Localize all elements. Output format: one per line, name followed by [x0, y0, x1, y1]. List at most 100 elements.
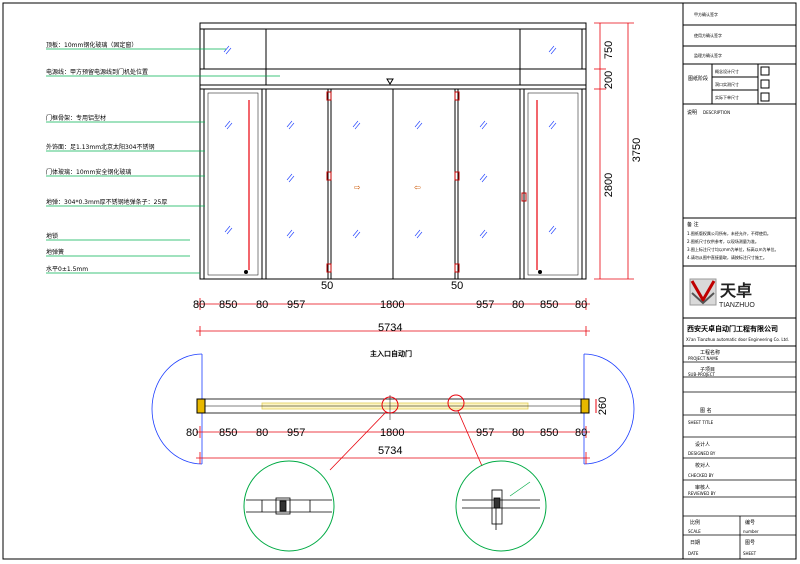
plan-post-left	[196, 398, 206, 414]
note-floor-spring: 地弹簧	[46, 248, 64, 256]
right-side-inner	[527, 92, 579, 276]
left-side-inner	[207, 92, 259, 276]
sheet-cn: 图号	[745, 540, 755, 546]
detail-circle-left	[243, 460, 335, 552]
logo-text: 天卓	[720, 282, 752, 300]
top-glass-right	[519, 28, 583, 70]
dim-depth: 260	[597, 397, 609, 415]
callout-line-left	[329, 411, 387, 471]
remark-1: 1.图纸版权属公司所有，未经允许，不得使用。	[687, 230, 771, 236]
lock-icon	[454, 91, 460, 101]
dim-w-8: 80	[575, 299, 587, 311]
lock-icon	[326, 263, 332, 273]
lock-icon	[454, 263, 460, 273]
dim-w-5: 957	[476, 299, 494, 311]
scale-en: SCALE	[688, 529, 701, 534]
header-box	[265, 28, 521, 70]
plan-title: 主入口自动门	[370, 349, 412, 358]
dim-w-7: 850	[540, 299, 558, 311]
row-designer-cn: 设计人	[695, 441, 710, 448]
note-floor-lock: 地锁	[46, 232, 58, 240]
row-project-cn: 工程名称	[700, 349, 720, 356]
dim-w-0: 80	[193, 299, 205, 311]
title-block-frame	[682, 2, 797, 560]
row-project-en: PROJECT NAME	[688, 356, 719, 361]
note-glass: 门体玻璃：10mm安全钢化玻璃	[46, 168, 131, 176]
lock-icon	[326, 171, 332, 181]
sheet-en: SHEET	[743, 551, 757, 556]
dim-transom-200: 200	[603, 71, 615, 89]
detail-leader	[509, 481, 531, 497]
plan-w-5: 957	[476, 427, 494, 439]
company-logo	[689, 278, 717, 306]
lock-icon	[521, 192, 527, 202]
plan-w-8: 80	[575, 427, 587, 439]
leader-lines	[46, 48, 280, 274]
logo-sub: TIANZHUO	[719, 302, 755, 309]
horizontal-dimensions	[196, 298, 590, 336]
plan-w-0: 80	[186, 427, 198, 439]
row-checker-cn: 校对人	[695, 462, 710, 469]
side-fixed-right	[523, 88, 583, 280]
handle-left-icon: ⇨	[354, 183, 361, 192]
sig-client: 甲方确认签字	[694, 11, 718, 17]
date-cn: 日期	[690, 540, 700, 546]
stage-check-2	[760, 79, 770, 89]
stage-2: 洞口实测尺寸	[715, 81, 739, 87]
dim-w-6: 80	[512, 299, 524, 311]
dim-total-width: 5734	[378, 322, 402, 334]
sig-user: 使用方确认签字	[694, 32, 722, 38]
plan-post-right	[580, 398, 590, 414]
description-label: 说明	[687, 109, 697, 116]
project-rows	[683, 361, 796, 559]
plan-w-3: 957	[287, 427, 305, 439]
plan-w-2: 80	[256, 427, 268, 439]
callout-line-right	[457, 410, 483, 467]
handle-right-icon: ⇦	[414, 183, 421, 192]
dim-w-4: 1800	[380, 299, 404, 311]
plan-w-1: 850	[219, 427, 237, 439]
row-sub-en: SUB-PROJECT	[688, 372, 715, 377]
lock-icon	[454, 171, 460, 181]
dim-top-750: 750	[603, 41, 615, 59]
glass-marks	[223, 45, 557, 239]
detail-mark-right	[447, 394, 465, 412]
lock-icon	[326, 91, 332, 101]
row-sub-cn: 子项目	[700, 366, 715, 373]
stage-check-3	[760, 92, 770, 102]
detail-circle-right	[455, 460, 547, 552]
sig-supervisor: 监理方确认签字	[694, 52, 722, 58]
stage-label: 图纸阶段	[688, 75, 708, 82]
sliding-leaf-right	[392, 88, 456, 280]
description-en: DESCRIPTION	[703, 110, 730, 115]
row-reviewer-cn: 审核人	[695, 484, 710, 491]
floor-lock-icon	[244, 270, 248, 274]
note-frame: 门框骨架：专用铝型材	[46, 114, 106, 122]
note-finish: 外饰面：足1.13mm北京太阳304不锈钢	[46, 143, 155, 151]
front-elevation: ⇨ ⇦	[46, 22, 643, 336]
top-fixed-panel	[199, 22, 587, 30]
row-sheet-cn: 图 名	[700, 407, 712, 414]
company-name-cn: 西安天卓自动门工程有限公司	[687, 324, 778, 333]
remark-4: 4.请勿从图中直接量取，请按标注尺寸施工。	[687, 254, 767, 260]
plan-w-4: 1800	[380, 427, 404, 439]
plan-view: 主入口自动门 260 80 850 80 957 1800 957	[151, 349, 635, 552]
floor-lock-icon	[538, 270, 542, 274]
sensor-icon	[386, 78, 394, 85]
note-power: 电源线：甲方预留电源线到门机处位置	[46, 68, 148, 76]
detail-profile-right	[462, 489, 540, 530]
row-sheet-en: SHEET TITLE	[688, 420, 714, 425]
swing-arc-right	[583, 353, 635, 465]
fixed-leaf-right	[457, 88, 521, 280]
dim-offset-right: 50	[451, 280, 463, 292]
remarks-title: 备 注	[687, 221, 699, 228]
dim-w-2: 80	[256, 299, 268, 311]
dim-door-2800: 2800	[603, 173, 615, 197]
row-reviewer-en: REVIEWED BY	[688, 491, 716, 496]
note-level: 水平0±1.5mm	[46, 265, 88, 273]
plan-total-width: 5734	[378, 445, 402, 457]
date-en: DATE	[688, 551, 699, 556]
motor-box	[265, 68, 521, 86]
